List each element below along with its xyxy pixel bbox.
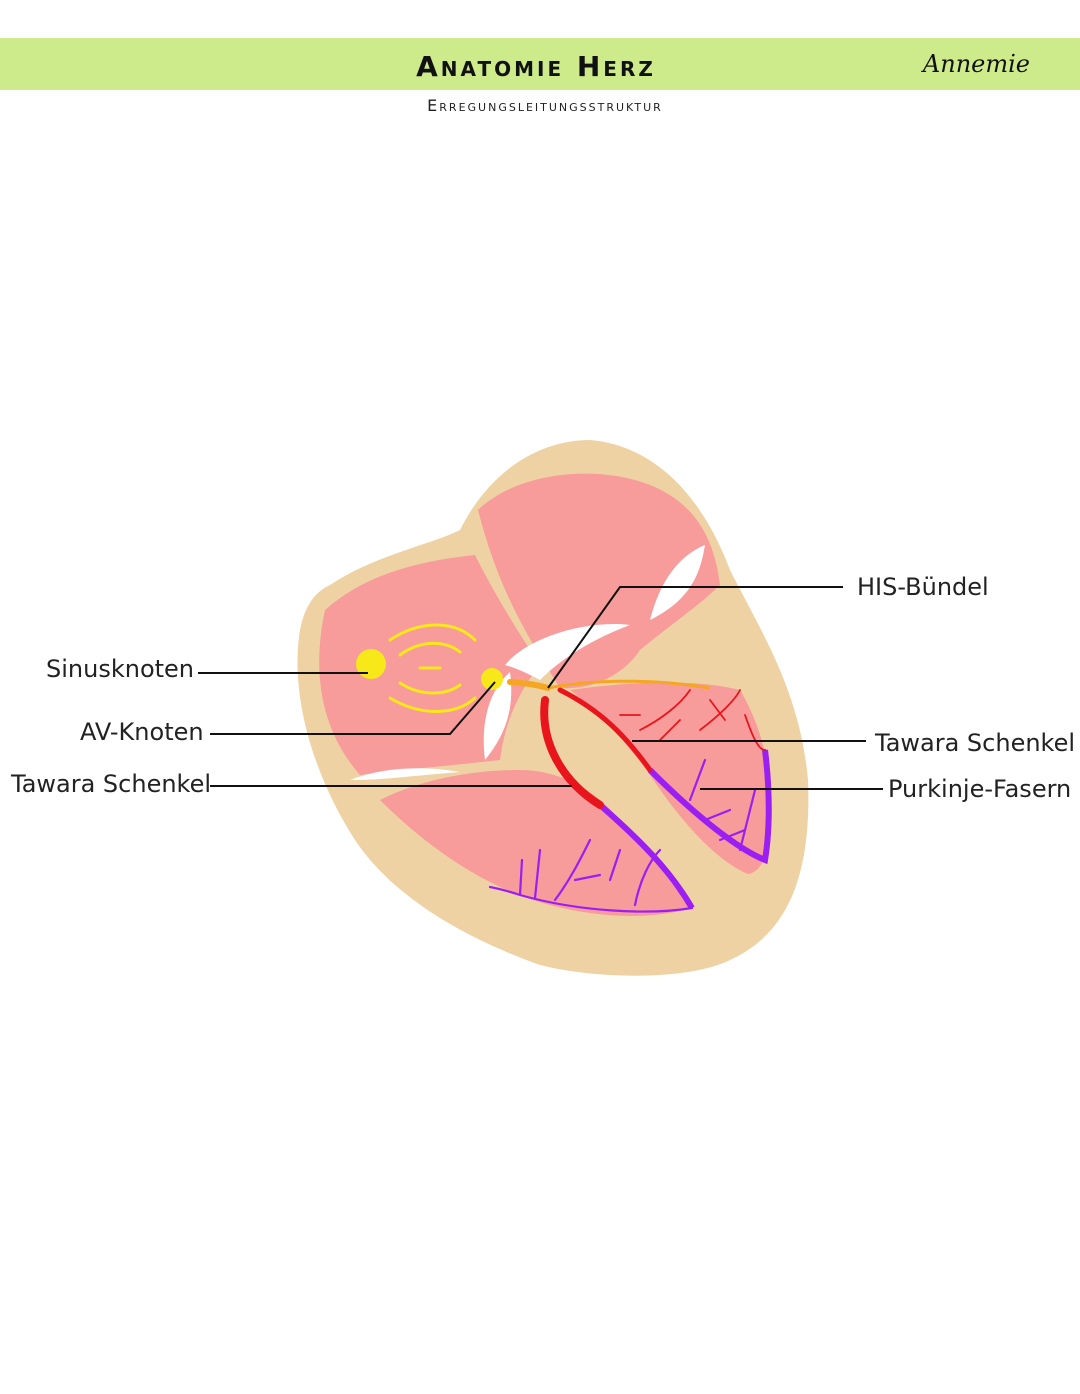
valve-leaflet <box>350 768 460 780</box>
page-subtitle: Erregungsleitungsstruktur <box>427 96 663 115</box>
valve-leaflet <box>483 672 512 760</box>
author-signature: Annemie <box>922 50 1030 78</box>
valve-leaflet <box>650 545 705 620</box>
page-title: Anatomie Herz <box>416 50 656 83</box>
valve-leaflet <box>505 624 630 680</box>
label-sinusknoten: Sinusknoten <box>46 655 195 683</box>
septum <box>545 688 722 920</box>
tawara-right-bundle <box>557 687 653 773</box>
leader-lines <box>198 586 883 790</box>
label-his-buendel: HIS-Bündel <box>857 573 989 601</box>
av-node <box>481 668 503 690</box>
right-atrium-chamber <box>319 555 540 775</box>
label-tawara-schenkel-right: Tawara Schenkel <box>875 729 1076 757</box>
purkinje-left-main <box>598 802 695 910</box>
his-branch-upper <box>547 679 711 690</box>
sinus-node <box>356 649 386 679</box>
sinus-waves <box>388 623 477 713</box>
label-av-knoten: AV-Knoten <box>80 718 204 746</box>
label-purkinje-fasern: Purkinje-Fasern <box>888 775 1072 803</box>
right-ventricle-chamber <box>380 770 692 916</box>
label-tawara-schenkel-left: Tawara Schenkel <box>11 770 212 798</box>
left-atrium-chamber <box>478 473 720 689</box>
tawara-left-bundle <box>540 696 604 809</box>
header-banner <box>0 38 1080 90</box>
his-bundle-path <box>507 679 551 691</box>
